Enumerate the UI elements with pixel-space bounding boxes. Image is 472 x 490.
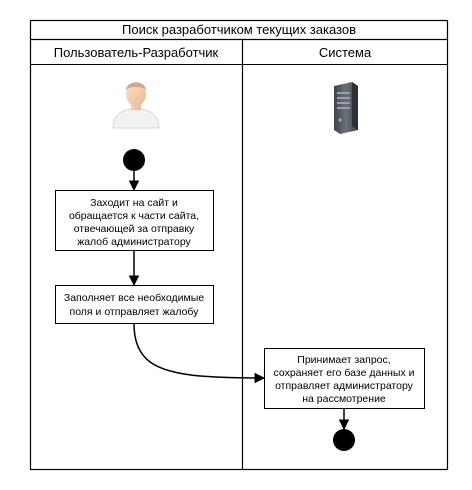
activity-visit-site: Заходит на сайт и обращается к части сай… [55, 190, 214, 251]
user-icon [112, 82, 160, 129]
svg-text:Заполняет все необходимые: Заполняет все необходимые [64, 292, 204, 304]
lane-label-system: Система [319, 45, 372, 60]
svg-text:отвечающей за отправку: отвечающей за отправку [74, 223, 195, 235]
svg-text:сохраняет его базе данных и: сохраняет его базе данных и [273, 367, 414, 379]
final-node [333, 429, 355, 451]
svg-text:на рассмотрение: на рассмотрение [302, 393, 386, 405]
flow-arrow-fill-to-receive [133, 323, 266, 384]
initial-node [123, 149, 145, 171]
activity-receive-request: Принимает запрос, сохраняет его базе дан… [264, 348, 425, 409]
svg-text:Принимает запрос,: Принимает запрос, [297, 354, 390, 366]
server-icon [334, 82, 358, 134]
lane-label-developer: Пользователь-Разработчик [54, 45, 219, 60]
svg-text:обращается к части сайта,: обращается к части сайта, [69, 210, 199, 222]
svg-text:отправляет администратору: отправляет администратору [275, 380, 414, 392]
activity-fill-form: Заполняет все необходимые поля и отправл… [55, 285, 214, 324]
svg-text:жалоб администратору: жалоб администратору [77, 236, 191, 248]
svg-text:Заходит на сайт и: Заходит на сайт и [90, 197, 178, 209]
svg-text:поля и отправляет жалобу: поля и отправляет жалобу [70, 306, 200, 318]
diagram-title: Поиск разработчиком текущих заказов [122, 22, 356, 37]
